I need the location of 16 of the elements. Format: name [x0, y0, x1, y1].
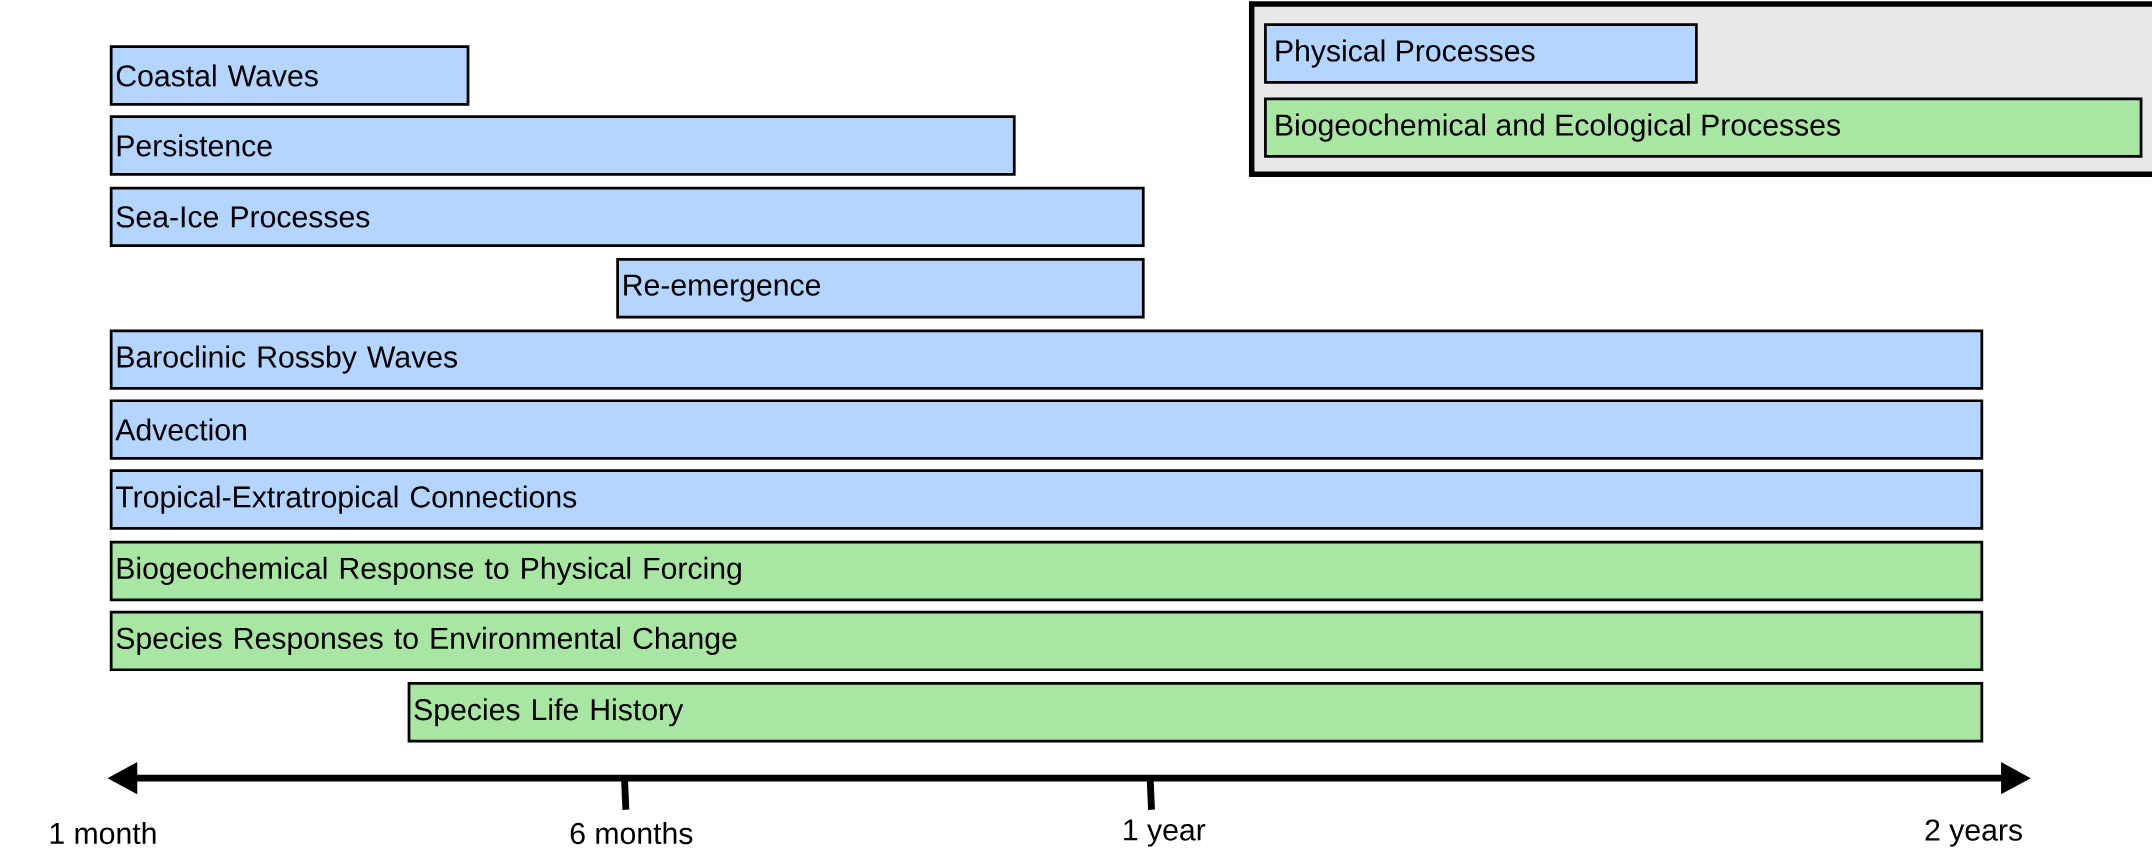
- legend-label: Biogeochemical and Ecological Processes: [1276, 113, 1840, 142]
- process-bar: Species Responses to Environmental Change: [109, 610, 1984, 671]
- process-bar: Biogeochemical Response to Physical Forcing: [109, 540, 1984, 601]
- process-bar: Sea-Ice Processes: [109, 186, 1145, 247]
- process-bar: Tropical-Extratropical Connections: [109, 469, 1984, 530]
- process-bar: Advection: [109, 399, 1984, 460]
- tick-label: 6 months: [570, 821, 693, 844]
- process-bar: Coastal Waves: [109, 45, 470, 106]
- process-bar: Persistence: [109, 115, 1016, 176]
- legend-label: Physical Processes: [1276, 39, 1535, 68]
- process-bar: Species Life History: [407, 681, 1984, 743]
- process-bar: Baroclinic Rossby Waves: [109, 329, 1984, 390]
- process-bar: Re-emergence: [616, 257, 1145, 319]
- tick-label: 2 years: [1925, 819, 2022, 847]
- tick-label: 1 month: [50, 821, 156, 844]
- tick-label: 1 year: [1124, 819, 1206, 847]
